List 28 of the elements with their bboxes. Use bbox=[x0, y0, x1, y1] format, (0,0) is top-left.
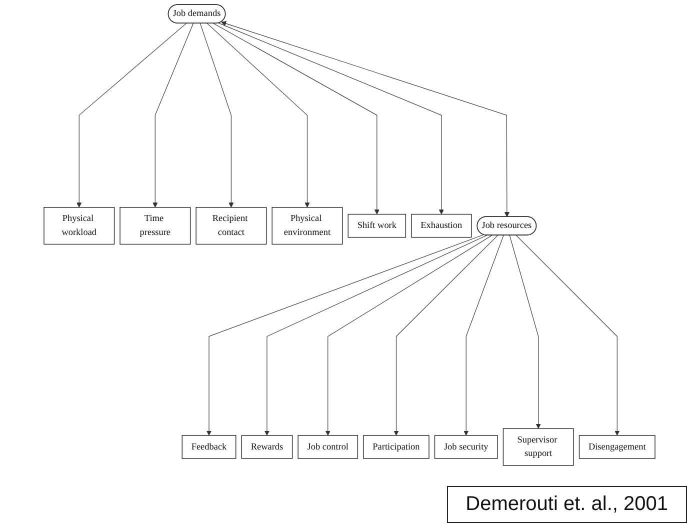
node-box: Job control bbox=[298, 435, 358, 459]
arrow bbox=[516, 235, 620, 436]
node-box: Job security bbox=[434, 435, 498, 459]
node-box: Exhaustion bbox=[411, 214, 472, 238]
node-box: Supervisor support bbox=[502, 428, 574, 466]
node-box: Disengagement bbox=[578, 435, 656, 459]
arrow bbox=[325, 235, 492, 436]
arrow bbox=[206, 23, 310, 208]
arrow bbox=[394, 235, 498, 436]
node-box: Participation bbox=[363, 435, 430, 459]
arrow bbox=[213, 23, 380, 214]
arrow bbox=[464, 235, 504, 436]
arrow bbox=[218, 22, 444, 214]
arrow bbox=[264, 235, 488, 436]
node-box: Time pressure bbox=[120, 207, 191, 245]
node-box: Rewards bbox=[241, 435, 293, 459]
arrow bbox=[206, 234, 484, 436]
node-box: Shift work bbox=[348, 214, 406, 238]
node-box: Feedback bbox=[182, 435, 236, 459]
arrow bbox=[200, 23, 234, 208]
node-box: Physical workload bbox=[44, 207, 115, 245]
node-box: Physical environment bbox=[272, 207, 343, 245]
citation-caption: Demerouti et. al., 2001 bbox=[446, 486, 687, 523]
node-box: Recipient contact bbox=[196, 207, 267, 245]
arrow bbox=[221, 21, 510, 218]
arrow bbox=[76, 23, 187, 208]
arrow bbox=[509, 235, 541, 429]
arrow bbox=[152, 23, 194, 208]
